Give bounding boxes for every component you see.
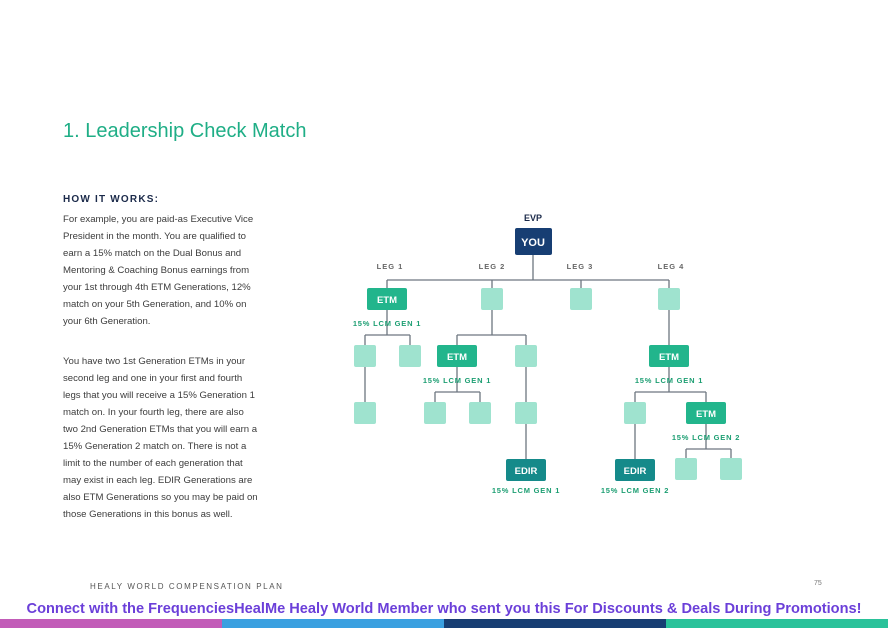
root-label: YOU xyxy=(521,237,545,249)
etm-box xyxy=(686,402,726,424)
root-box xyxy=(515,228,552,255)
member-box xyxy=(399,345,421,367)
member-box xyxy=(481,288,503,310)
footer-color-bar-blue xyxy=(222,619,444,628)
member-box xyxy=(515,345,537,367)
paragraph-legs: You have two 1st Generation ETMs in your… xyxy=(63,356,258,520)
gen-label: 15% LCM GEN 2 xyxy=(601,486,669,495)
etm-label: ETM xyxy=(696,409,716,420)
footer-title: HEALY WORLD COMPENSATION PLAN xyxy=(90,582,284,591)
tree-connectors xyxy=(364,255,732,459)
gen-label: 15% LCM GEN 1 xyxy=(423,376,491,385)
member-box xyxy=(424,402,446,424)
leadership-check-match-diagram: EVP YOU LEG 1 LEG 2 LEG 3 LEG 4 ETM 15% … xyxy=(353,213,742,495)
etm-label: ETM xyxy=(447,352,467,363)
etm-box xyxy=(437,345,477,367)
evp-label: EVP xyxy=(524,213,542,223)
etm-label: ETM xyxy=(377,295,397,306)
leg-1-label: LEG 1 xyxy=(377,262,404,271)
member-box xyxy=(624,402,646,424)
footer-color-bar-magenta xyxy=(0,619,222,628)
footer-color-bar-navy xyxy=(444,619,666,628)
edir-box xyxy=(615,459,655,481)
edir-box xyxy=(506,459,546,481)
etm-box xyxy=(649,345,689,367)
footer-color-bar-green xyxy=(666,619,888,628)
etm-box xyxy=(367,288,407,310)
gen-label: 15% LCM GEN 1 xyxy=(635,376,703,385)
member-box xyxy=(658,288,680,310)
gen-label: 15% LCM GEN 1 xyxy=(353,319,421,328)
leg-2-label: LEG 2 xyxy=(479,262,506,271)
promo-banner[interactable]: Connect with the FrequenciesHealMe Healy… xyxy=(26,601,862,617)
leg-3-label: LEG 3 xyxy=(567,262,594,271)
member-box xyxy=(469,402,491,424)
gen-label: 15% LCM GEN 1 xyxy=(492,486,560,495)
member-box xyxy=(354,402,376,424)
gen-label: 15% LCM GEN 2 xyxy=(672,433,740,442)
member-box xyxy=(570,288,592,310)
member-box xyxy=(720,458,742,480)
paragraph-example: For example, you are paid-as Executive V… xyxy=(63,214,254,327)
member-box xyxy=(515,402,537,424)
how-it-works-heading: HOW IT WORKS: xyxy=(63,194,160,205)
leg-4-label: LEG 4 xyxy=(658,262,685,271)
member-box xyxy=(675,458,697,480)
page-number: 75 xyxy=(814,580,822,587)
edir-label: EDIR xyxy=(515,466,538,477)
etm-label: ETM xyxy=(659,352,679,363)
member-box xyxy=(354,345,376,367)
edir-label: EDIR xyxy=(624,466,647,477)
page-title: 1. Leadership Check Match xyxy=(63,120,307,142)
